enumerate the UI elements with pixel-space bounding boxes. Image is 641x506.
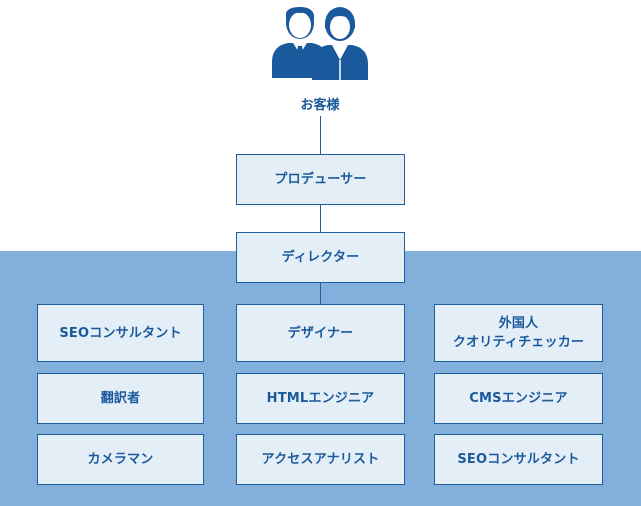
connector-director-team	[320, 283, 321, 304]
connector-customer-producer	[320, 116, 321, 154]
team-designer: デザイナー	[236, 304, 405, 362]
team-seo-consultant-2: SEOコンサルタント	[434, 434, 603, 485]
team-seo-consultant-1: SEOコンサルタント	[37, 304, 204, 362]
connector-producer-director	[320, 205, 321, 233]
team-html-engineer: HTMLエンジニア	[236, 373, 405, 424]
team-cameraman: カメラマン	[37, 434, 204, 485]
director-box: ディレクター	[236, 232, 405, 283]
business-people-icon	[272, 7, 368, 80]
team-cms-engineer: CMSエンジニア	[434, 373, 603, 424]
team-translator: 翻訳者	[37, 373, 204, 424]
team-assistant: アクセスアナリスト	[236, 434, 405, 485]
producer-box: プロデューサー	[236, 154, 405, 205]
team-foreign-checker: 外国人 クオリティチェッカー	[434, 304, 603, 362]
customer-label: お客様	[300, 98, 340, 113]
